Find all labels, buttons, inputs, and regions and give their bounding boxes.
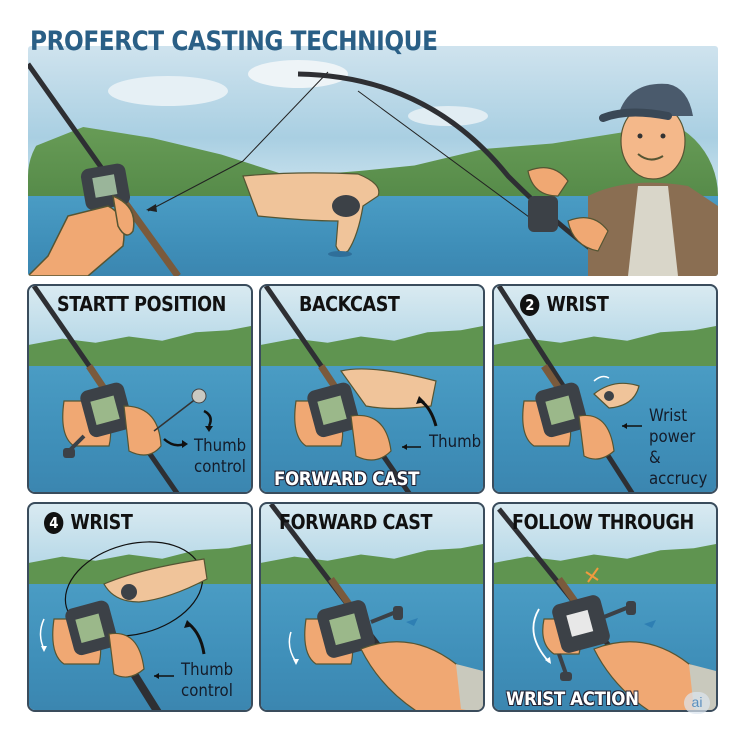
overlay-label: FORWARD CAST [274,468,420,490]
panel-title: FOLLOW THROUGH [512,510,707,534]
panel-title-text: WRIST [70,510,133,534]
rod-and-reel-illustration [263,286,438,492]
panel-title: 4 WRIST [44,510,239,534]
panel-title-text: WRIST [546,292,609,316]
ai-watermark: ai [684,692,710,714]
rod-and-reel-illustration [31,286,213,492]
step-panel-backcast: BACKCAST Thumb FORWARD CAST [259,284,485,494]
caption-line: Thumb [194,436,247,456]
caption-line: power & [649,427,696,468]
caption: Thumb control [181,660,233,702]
panel-title-text: FOLLOW THROUGH [512,510,694,534]
caption-line: control [194,457,246,477]
rod-and-reel-illustration [497,507,716,710]
caption-line: accrucy [649,469,708,489]
overlay-label: WRIST ACTION [506,688,639,710]
caption: Thumb control [194,436,246,478]
hero-illustration [28,46,718,276]
caption: Wrist power & accrucy [649,406,708,490]
panel-title: FORWARD CAST [279,510,474,534]
step-panel-start-position: STARTT POSITION Thumb control [27,284,253,494]
panel-title: 2 WRIST [520,292,715,316]
step-panel-wrist-4: 4 WRIST Thumb control [27,502,253,712]
panel-title-text: BACKCAST [299,292,400,316]
step-number-badge: 4 [44,512,64,534]
step-panel-forward-cast: FORWARD CAST [259,502,485,712]
caption-line: Thumb [181,660,234,680]
panel-title: STARTT POSITION [57,292,251,316]
caption-line: Wrist [649,406,688,426]
hero-art [28,60,718,276]
step-number-badge: 2 [520,294,540,316]
step-panel-follow-through: FOLLOW THROUGH WRIST ACTION [492,502,718,712]
panel-title: BACKCAST [299,292,483,316]
rod-and-reel-illustration [39,541,208,710]
caption-line: control [181,681,233,701]
panel-title-text: STARTT POSITION [57,292,226,316]
panel-title-text: FORWARD CAST [279,510,433,534]
caption: Thumb [429,432,481,453]
rod-and-reel-illustration [269,504,483,710]
rod-and-reel-illustration [496,286,642,492]
step-panel-wrist-2: 2 WRIST Wrist power & accrucy [492,284,718,494]
page-title: PROFERCT CASTING TECHNIQUE [30,26,438,57]
caption-line: Thumb [429,432,482,452]
